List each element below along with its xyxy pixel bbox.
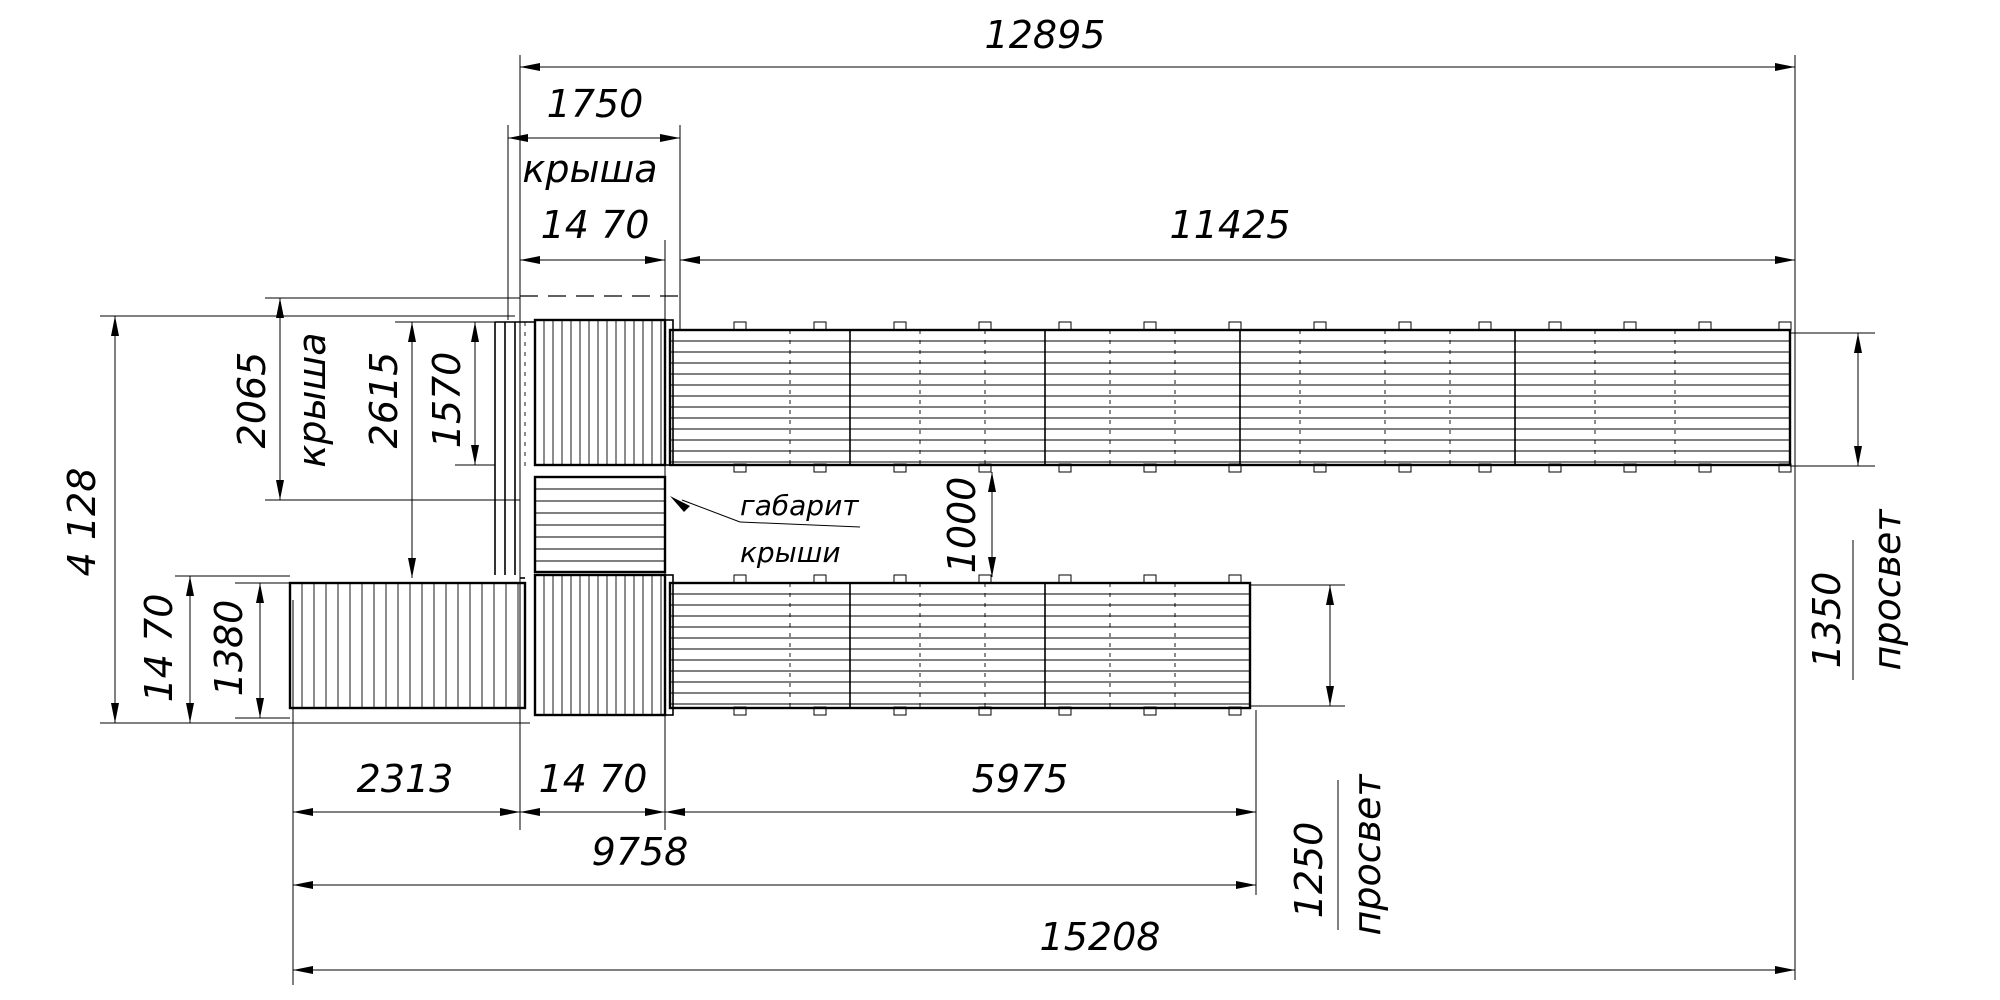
support-bracket <box>1228 463 1242 473</box>
support-bracket <box>893 321 907 331</box>
left-conveyor <box>288 581 527 710</box>
dim-roof-height: 2065 <box>230 352 274 449</box>
support-bracket <box>1058 574 1072 584</box>
support-bracket <box>1143 706 1157 716</box>
dim-height-1570: 1570 <box>425 352 469 449</box>
dim-height-2615: 2615 <box>362 352 406 449</box>
support-bracket <box>733 706 747 716</box>
support-bracket <box>1143 463 1157 473</box>
support-bracket <box>1058 321 1072 331</box>
support-bracket <box>1623 321 1637 331</box>
middle-connector-module <box>533 475 667 574</box>
dim-total-bottom: 15208 <box>1040 915 1161 959</box>
dim-module-top: 14 70 <box>541 203 650 247</box>
support-bracket <box>733 321 747 331</box>
label-roof-envelope-line1: габарит <box>740 489 859 522</box>
support-bracket <box>813 706 827 716</box>
support-bracket <box>978 706 992 716</box>
support-bracket <box>1398 463 1412 473</box>
support-bracket <box>1398 321 1412 331</box>
label-clearance-lower: просвет <box>1345 773 1389 936</box>
dim-left-1470: 14 70 <box>137 594 181 703</box>
support-bracket <box>1778 321 1792 331</box>
dim-left-1380: 1380 <box>207 600 251 697</box>
support-bracket <box>1143 321 1157 331</box>
dim-clearance-right-value: 1350 <box>1805 572 1849 669</box>
dim-clearance-lower-value: 1250 <box>1287 822 1331 919</box>
dimension-lines <box>111 63 1862 974</box>
support-bracket <box>813 463 827 473</box>
support-bracket <box>1228 706 1242 716</box>
support-bracket <box>893 463 907 473</box>
support-bracket <box>813 321 827 331</box>
dim-upper-span: 11425 <box>1170 203 1291 247</box>
label-roof-side: крыша <box>290 332 334 467</box>
extension-lines <box>100 55 1875 985</box>
support-bracket <box>1478 463 1492 473</box>
support-bracket <box>1548 463 1562 473</box>
dim-roof-width: 1750 <box>547 82 644 126</box>
dim-gap-1000: 1000 <box>940 477 984 574</box>
support-bracket <box>893 706 907 716</box>
support-bracket <box>1143 574 1157 584</box>
support-bracket <box>1228 574 1242 584</box>
support-bracket <box>1778 463 1792 473</box>
support-bracket <box>1698 321 1712 331</box>
support-bracket <box>1548 321 1562 331</box>
upper-right-conveyor <box>668 321 1792 473</box>
support-bracket <box>1058 706 1072 716</box>
support-bracket <box>1313 321 1327 331</box>
dim-bottom-9758: 9758 <box>592 830 689 874</box>
support-bracket <box>1478 321 1492 331</box>
support-bracket <box>733 463 747 473</box>
dim-bottom-2313: 2313 <box>357 757 454 801</box>
dim-bottom-1470: 14 70 <box>539 757 648 801</box>
support-bracket <box>978 463 992 473</box>
support-bracket <box>893 574 907 584</box>
support-bracket <box>1228 321 1242 331</box>
support-bracket <box>813 574 827 584</box>
support-bracket <box>1623 463 1637 473</box>
support-bracket <box>1698 463 1712 473</box>
support-bracket <box>1058 463 1072 473</box>
roof-outline <box>494 295 678 579</box>
support-bracket <box>978 321 992 331</box>
label-roof-envelope-line2: крыши <box>740 536 841 569</box>
label-roof-top: крыша <box>522 147 657 191</box>
support-bracket <box>1313 463 1327 473</box>
lower-turn-module <box>533 573 674 717</box>
label-clearance-right: просвет <box>1865 508 1909 671</box>
lower-right-conveyor <box>668 574 1252 716</box>
support-bracket <box>978 574 992 584</box>
upper-turn-module <box>533 318 674 467</box>
dim-bottom-5975: 5975 <box>972 757 1069 801</box>
dim-overall-height: 4 128 <box>60 468 104 577</box>
support-bracket <box>733 574 747 584</box>
dim-total-top: 12895 <box>985 13 1106 57</box>
